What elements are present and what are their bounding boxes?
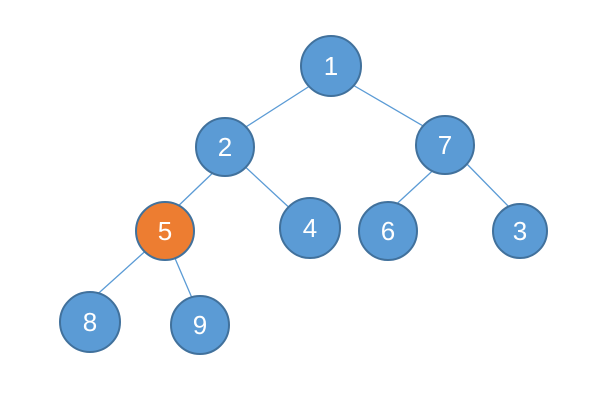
tree-node-9-label: 9: [192, 310, 208, 340]
tree-node-9[interactable]: 9: [170, 295, 230, 355]
edge-2-4: [239, 161, 296, 214]
tree-node-2-label: 2: [217, 132, 233, 162]
tree-node-1-label: 1: [323, 51, 339, 81]
tree-node-6[interactable]: 6: [358, 201, 418, 261]
tree-node-5-label: 5: [157, 216, 173, 246]
tree-node-7[interactable]: 7: [415, 115, 475, 175]
tree-node-2[interactable]: 2: [195, 117, 255, 177]
edge-7-3: [462, 159, 513, 211]
edge-5-8: [90, 245, 152, 301]
tree-node-7-label: 7: [437, 130, 453, 160]
tree-node-3-label: 3: [512, 216, 528, 246]
tree-node-1[interactable]: 1: [300, 35, 362, 97]
tree-node-3[interactable]: 3: [492, 203, 548, 259]
tree-node-6-label: 6: [380, 216, 396, 246]
tree-node-5-highlighted[interactable]: 5: [135, 201, 195, 261]
tree-node-8-label: 8: [82, 307, 98, 337]
tree-node-8[interactable]: 8: [59, 291, 121, 353]
tree-node-4[interactable]: 4: [279, 197, 341, 259]
edge-1-7: [345, 80, 431, 131]
tree-node-4-label: 4: [302, 213, 318, 243]
edge-1-2: [237, 81, 317, 133]
